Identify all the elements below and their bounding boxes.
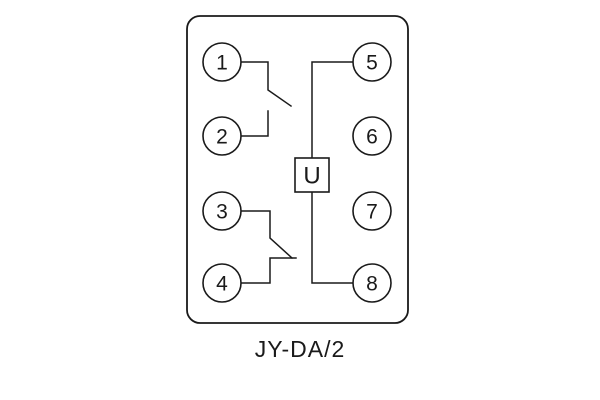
coil-label: U [303,163,320,190]
contact-1-2-upper-wire [240,61,293,108]
relay-base-outline [186,15,409,324]
terminal-5-label: 5 [366,52,378,75]
terminal-3: 3 [202,191,242,231]
contact-3-4 [240,210,297,284]
coil-upper-wire [311,61,354,159]
terminal-4-label: 4 [216,273,228,296]
coil-circuit: U [294,61,354,284]
terminal-1: 1 [202,42,242,82]
terminal-3-label: 3 [216,201,228,224]
contact-1-2-lower-wire [240,110,269,137]
contact-1-2 [240,61,293,137]
terminal-7: 7 [352,191,392,231]
coil-lower-wire [311,191,354,284]
terminal-6: 6 [352,116,392,156]
terminal-1-label: 1 [216,52,228,75]
terminal-8-label: 8 [366,273,378,296]
terminal-2-label: 2 [216,126,228,149]
coil-box [294,157,330,193]
terminal-7-label: 7 [366,201,378,224]
model-label: JY-DA/2 [254,336,346,362]
contact-3-4-upper-wire [240,210,294,260]
terminal-4: 4 [202,263,242,303]
terminal-5: 5 [352,42,392,82]
terminal-8: 8 [352,263,392,303]
contact-3-4-lower-wire [240,257,297,284]
terminal-6-label: 6 [366,126,378,149]
terminal-2: 2 [202,116,242,156]
